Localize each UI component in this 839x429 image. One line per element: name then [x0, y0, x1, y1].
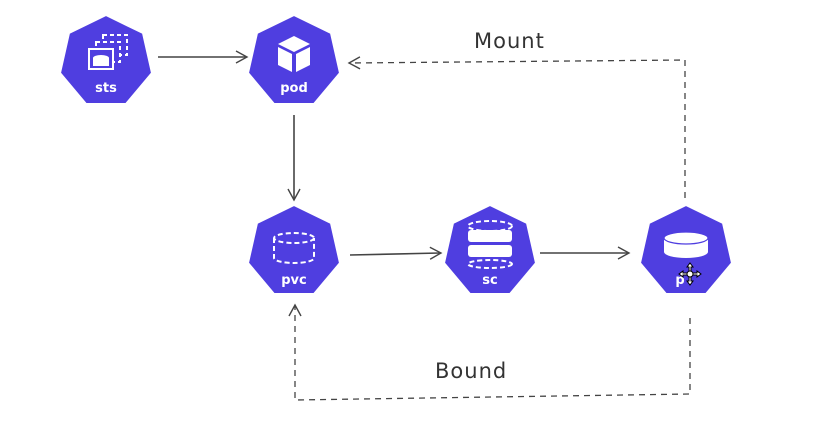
node-pod[interactable]: pod: [246, 13, 342, 105]
edge-label-bound: Bound: [435, 359, 507, 383]
node-label-pv: p: [675, 273, 684, 288]
pvc-disk-icon: [273, 232, 315, 264]
node-label-pvc: pvc: [281, 273, 307, 288]
node-sc[interactable]: sc: [442, 203, 538, 295]
edge-label-mount: Mount: [474, 29, 545, 53]
node-label-sc: sc: [482, 273, 497, 288]
edges: [158, 50, 691, 401]
edge-pv-to-pod-mount[interactable]: [347, 56, 686, 198]
edge-pvc-to-sc[interactable]: [349, 246, 443, 260]
node-label-pod: pod: [280, 81, 308, 96]
node-pvc[interactable]: pvc: [246, 203, 342, 295]
statefulset-icon: [88, 34, 128, 70]
node-pv[interactable]: p: [638, 203, 734, 295]
node-label-sts: sts: [95, 81, 117, 96]
move-cursor-icon: [678, 262, 702, 286]
edge-pv-to-pvc-bound[interactable]: [288, 303, 691, 401]
pod-cube-icon: [278, 36, 310, 72]
storageclass-icon: [467, 220, 513, 269]
pv-disk-icon: [663, 231, 709, 258]
node-sts[interactable]: sts: [58, 13, 154, 105]
